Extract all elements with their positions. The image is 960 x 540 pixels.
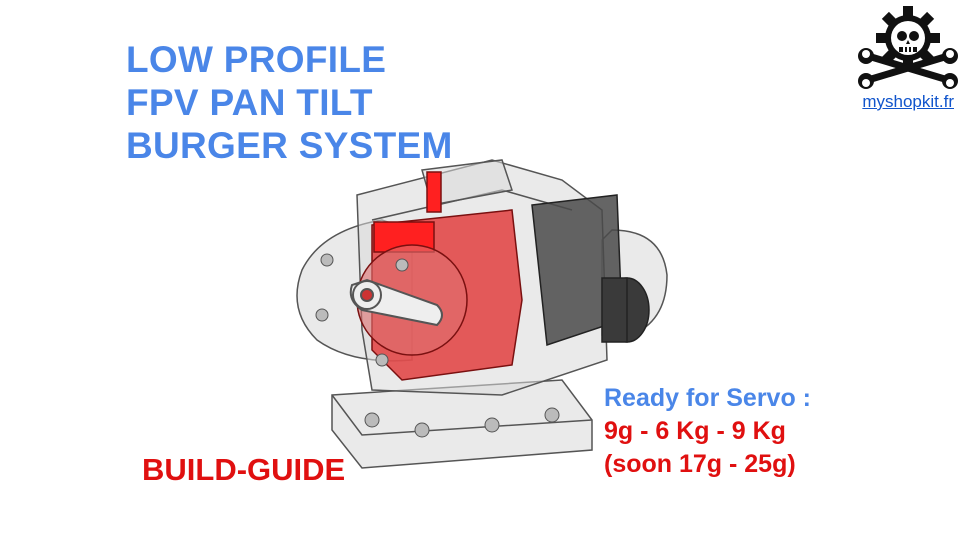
title-line-3: BURGER SYSTEM xyxy=(126,125,453,166)
servo-heading: Ready for Servo : xyxy=(604,384,812,412)
title-line-2: FPV PAN TILT xyxy=(126,82,373,123)
pan-tilt-render-image xyxy=(296,159,668,469)
page-title: LOW PROFILE FPV PAN TILT BURGER SYSTEM xyxy=(126,38,453,167)
servo-soon: (soon 17g - 25g) xyxy=(604,450,796,478)
gear-skull-wrenches-icon xyxy=(858,6,958,89)
servo-compatibility: Ready for Servo : 9g - 6 Kg - 9 Kg (soon… xyxy=(604,382,811,481)
website-link[interactable]: myshopkit.fr xyxy=(862,92,954,111)
servo-sizes: 9g - 6 Kg - 9 Kg xyxy=(604,417,786,445)
build-guide-label: BUILD-GUIDE xyxy=(142,452,346,487)
title-line-1: LOW PROFILE xyxy=(126,39,387,80)
